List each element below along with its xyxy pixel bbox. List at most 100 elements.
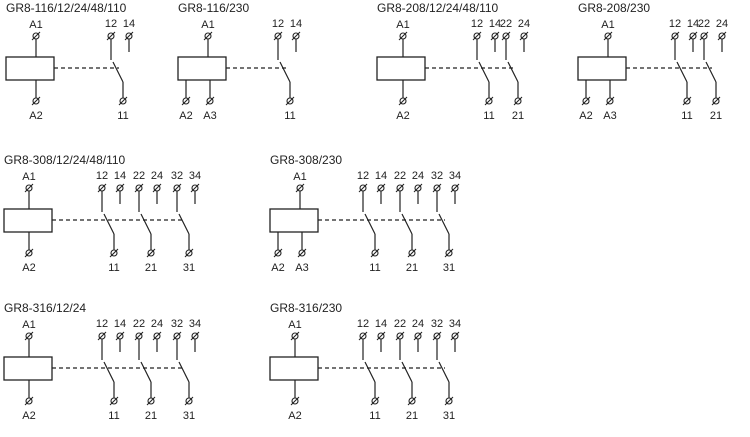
contact-terminal-no <box>358 331 368 341</box>
contact-label-nc: 24 <box>412 318 424 330</box>
coil-terminal-label-bottom: A2 <box>22 410 35 422</box>
contact-label-no: 22 <box>698 18 710 30</box>
contact-terminal-com <box>407 248 417 258</box>
contact-terminal-nc <box>376 331 386 341</box>
coil-terminal-label-top: A1 <box>601 19 614 31</box>
contact-terminal-no <box>134 183 144 193</box>
contact-terminal-no <box>134 331 144 341</box>
coil-terminal-bottom <box>273 248 283 258</box>
relay-coil <box>269 356 319 381</box>
diagram-title: GR8-116/230 <box>178 1 249 15</box>
contact-terminal-nc <box>490 31 500 41</box>
contact-blade <box>103 213 115 235</box>
contact-label-no: 12 <box>272 18 284 30</box>
contact-blade <box>705 61 717 83</box>
contact-label-com: 11 <box>681 110 692 122</box>
contact-terminal-nc <box>717 31 727 41</box>
contact-terminal-no <box>432 331 442 341</box>
contact-terminal-no <box>172 183 182 193</box>
contact-terminal-nc <box>152 183 162 193</box>
contact-label-nc: 34 <box>449 170 461 182</box>
contact-terminal-com <box>146 248 156 258</box>
contact-label-nc: 14 <box>114 318 126 330</box>
contact-label-com: 11 <box>108 410 119 422</box>
coil-terminal-label-top: A1 <box>22 171 35 183</box>
coil-terminal-label-bottom: A3 <box>295 262 308 274</box>
contact-label-com: 21 <box>512 110 524 122</box>
contact-terminal-no <box>273 31 283 41</box>
contact-terminal-nc <box>291 31 301 41</box>
coil-terminal-bottom <box>297 248 307 258</box>
contact-label-com: 21 <box>145 262 157 274</box>
contact-terminal-no <box>699 31 709 41</box>
coil-terminal-label-top: A1 <box>293 171 306 183</box>
contact-label-com: 11 <box>483 110 494 122</box>
contact-label-no: 32 <box>171 170 183 182</box>
contact-terminal-nc <box>450 183 460 193</box>
coil-terminal-label-bottom: A3 <box>203 110 216 122</box>
contact-terminal-com <box>444 248 454 258</box>
contact-label-nc: 24 <box>518 18 530 30</box>
contact-terminal-no <box>358 183 368 193</box>
contact-label-nc: 24 <box>716 18 728 30</box>
contact-label-nc: 34 <box>449 318 461 330</box>
contact-blade <box>401 213 413 235</box>
coil-terminal-bottom <box>605 96 615 106</box>
coil-terminal-bottom <box>581 96 591 106</box>
coil-terminal-label-bottom: A2 <box>29 110 42 122</box>
contact-terminal-com <box>146 396 156 406</box>
contact-label-nc: 34 <box>189 318 201 330</box>
contact-blade <box>279 61 291 83</box>
contact-terminal-nc <box>688 31 698 41</box>
relay-coil <box>177 56 227 81</box>
contact-label-com: 31 <box>183 410 195 422</box>
contact-blade <box>478 61 490 83</box>
contact-label-no: 22 <box>133 170 145 182</box>
coil-terminal-top <box>603 31 613 41</box>
coil-terminal-top <box>203 31 213 41</box>
contact-label-nc: 24 <box>412 170 424 182</box>
coil-terminal-top <box>31 31 41 41</box>
contact-blade <box>438 213 450 235</box>
contact-terminal-no <box>97 183 107 193</box>
contact-label-com: 11 <box>117 110 128 122</box>
relay-coil <box>3 208 53 233</box>
contact-terminal-nc <box>376 183 386 193</box>
diagram-title: GR8-208/12/24/48/110 <box>377 1 499 15</box>
contact-label-no: 22 <box>500 18 512 30</box>
contact-label-no: 12 <box>669 18 681 30</box>
contact-terminal-com <box>407 396 417 406</box>
contact-label-no: 32 <box>431 170 443 182</box>
contact-label-no: 22 <box>394 318 406 330</box>
contact-label-no: 22 <box>394 170 406 182</box>
coil-terminal-label-bottom: A2 <box>271 262 284 274</box>
contact-terminal-nc <box>413 331 423 341</box>
contact-terminal-nc <box>190 331 200 341</box>
contact-label-no: 32 <box>171 318 183 330</box>
contact-blade <box>140 361 152 383</box>
contact-terminal-nc <box>124 31 134 41</box>
coil-terminal-label-bottom: A2 <box>22 262 35 274</box>
contact-terminal-com <box>370 396 380 406</box>
contact-label-nc: 14 <box>290 18 302 30</box>
contact-terminal-com <box>109 248 119 258</box>
coil-terminal-bottom <box>31 96 41 106</box>
